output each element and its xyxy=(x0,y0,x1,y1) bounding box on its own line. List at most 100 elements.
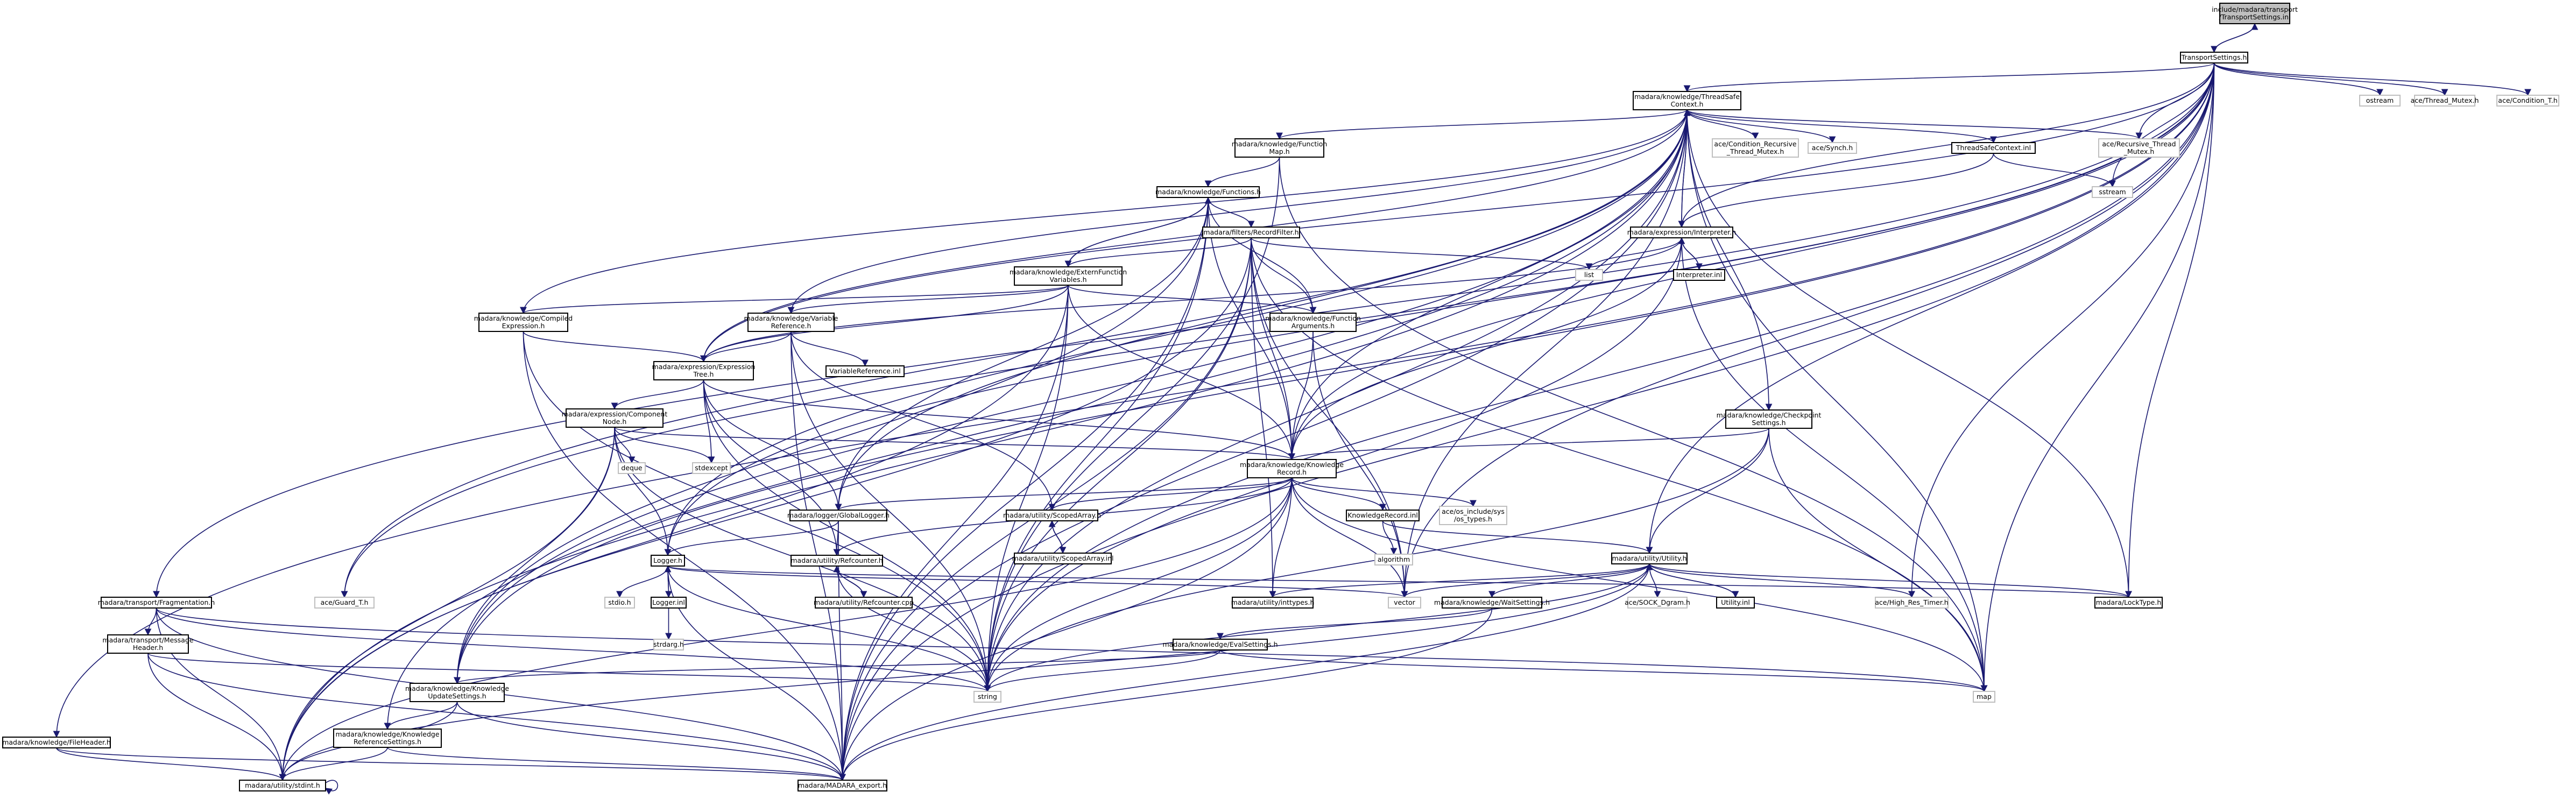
node-glogger[interactable]: madara/logger/GlobalLogger.h xyxy=(787,510,890,521)
edge-rfilter-to-string xyxy=(984,237,1252,692)
node-label: madara/utility/Utility.h xyxy=(1612,554,1686,562)
edge-fragment-to-msghdr xyxy=(144,607,157,636)
node-sockdgram[interactable]: ace/SOCK_Dgram.h xyxy=(1625,597,1690,609)
node-recmut[interactable]: ace/Recursive_Thread_Mutex.h xyxy=(2098,138,2180,158)
node-label: deque xyxy=(621,464,642,472)
edge-ckset-to-map xyxy=(1768,428,1988,692)
node-box xyxy=(1442,597,1542,609)
node-logger[interactable]: Logger.h xyxy=(651,555,685,567)
edge-scopedarrinl-to-scopedarr xyxy=(1048,520,1063,554)
node-ts[interactable]: TransportSettings.h xyxy=(2180,52,2248,63)
node-label: map xyxy=(1977,692,1992,701)
edge-waitset-to-evalset xyxy=(1217,607,1493,640)
edge-efv-to-exptree xyxy=(700,285,1069,363)
node-utility[interactable]: madara/utility/Utility.h xyxy=(1611,553,1688,564)
node-utilinl[interactable]: Utility.inl xyxy=(1716,597,1755,609)
edge-ts-to-fragment xyxy=(153,62,2215,598)
node-label: stdio.h xyxy=(608,598,631,606)
edge-funcs-to-string xyxy=(984,197,1209,692)
node-condt[interactable]: ace/Condition_T.h xyxy=(2496,95,2559,107)
node-fileheader[interactable]: madara/knowledge/FileHeader.h xyxy=(2,737,111,748)
node-label: strdarg.h xyxy=(653,640,684,648)
edge-msghdr-to-export xyxy=(147,653,846,781)
edge-krec-to-krecinl xyxy=(1291,477,1386,511)
node-stdint[interactable]: madara/utility/stdint.h xyxy=(239,780,326,791)
node-hrtimer[interactable]: ace/High_Res_Timer.h xyxy=(1875,597,1949,609)
node-tscinl[interactable]: ThreadSafeContext.inl xyxy=(1951,142,2036,154)
edge-fileheader-to-export xyxy=(56,747,846,781)
node-inttypes[interactable]: madara/utility/inttypes.h xyxy=(1231,597,1315,609)
node-rfilter[interactable]: madara/filters/RecordFilter.h xyxy=(1202,227,1300,238)
node-string[interactable]: string xyxy=(973,691,1001,703)
node-root[interactable]: include/madara/transport/TransportSettin… xyxy=(2212,3,2298,24)
edge-rfilter-to-krec xyxy=(1251,237,1295,461)
node-locktype[interactable]: madara/LockType.h xyxy=(2094,597,2163,609)
node-vector[interactable]: vector xyxy=(1388,597,1421,609)
node-box xyxy=(1374,554,1413,565)
node-sstream[interactable]: sstream xyxy=(2092,186,2133,198)
node-guardt[interactable]: ace/Guard_T.h xyxy=(314,597,375,609)
node-strdarg[interactable]: strdarg.h xyxy=(653,639,684,650)
node-box xyxy=(1346,510,1420,521)
node-condrec[interactable]: ace/Condition_Recursive_Thread_Mutex.h xyxy=(1712,138,1799,158)
edge-varref-to-scopedarr xyxy=(791,331,1056,511)
edge-msghdr-to-stdint xyxy=(147,653,286,781)
node-fragment[interactable]: madara/transport/Fragmentation.h xyxy=(98,597,215,609)
node-funcs[interactable]: madara/knowledge/Functions.h xyxy=(1155,186,1261,198)
edge-tsc-to-tscinl xyxy=(1686,109,1997,144)
edge-rfilter-to-export xyxy=(839,237,1252,781)
node-label: ace/Synch.h xyxy=(1812,144,1853,152)
node-refcntcpp[interactable]: madara/utility/Refcounter.cpp xyxy=(814,597,914,609)
node-box xyxy=(2180,52,2248,63)
node-list[interactable]: list xyxy=(1575,269,1603,281)
node-box xyxy=(791,555,883,567)
edge-exptree-to-krec xyxy=(703,379,1295,461)
node-synch[interactable]: ace/Synch.h xyxy=(1808,142,1857,154)
node-interpinl[interactable]: Interpreter.inl xyxy=(1673,269,1725,281)
node-krecinl[interactable]: KnowledgeRecord.inl xyxy=(1346,510,1420,521)
node-map[interactable]: map xyxy=(1973,691,1995,703)
node-box xyxy=(1173,639,1268,650)
node-scopedarr[interactable]: madara/utility/ScopedArray.h xyxy=(1003,510,1101,521)
node-aceos[interactable]: ace/os_include/sys/os_types.h xyxy=(1439,506,1507,525)
node-evalset[interactable]: madara/knowledge/EvalSettings.h xyxy=(1162,639,1278,650)
edge-krec-to-export xyxy=(839,477,1293,781)
node-label: string xyxy=(978,692,997,701)
edge-rfilter-to-vector xyxy=(1251,237,1408,598)
node-refcnt[interactable]: madara/utility/Refcounter.h xyxy=(791,555,883,567)
node-stdio[interactable]: stdio.h xyxy=(604,597,635,609)
node-stdexcept[interactable]: stdexcept xyxy=(692,462,731,474)
node-loggerinl[interactable]: Logger.inl xyxy=(651,597,687,609)
edge-cpnode-to-krec xyxy=(614,427,1295,461)
node-export[interactable]: madara/MADARA_export.h xyxy=(797,780,887,791)
node-varrefinl[interactable]: VariableReference.inl xyxy=(825,365,905,377)
node-box xyxy=(2092,186,2133,198)
node-ostream[interactable]: ostream xyxy=(2359,95,2401,107)
node-box xyxy=(1232,597,1314,609)
node-algorithm[interactable]: algorithm xyxy=(1374,554,1413,565)
edge-ts-to-thrmutex xyxy=(2213,62,2448,96)
node-thrmutex[interactable]: ace/Thread_Mutex.h xyxy=(2411,95,2479,107)
node-label: Logger.inl xyxy=(652,598,685,606)
node-waitset[interactable]: madara/knowledge/WaitSettings.h xyxy=(1434,597,1550,609)
node-box xyxy=(2496,95,2559,107)
node-deque[interactable]: deque xyxy=(618,462,646,474)
edge-exptree-to-cpnode xyxy=(611,379,704,410)
node-interp[interactable]: madara/expression/Interpreter.h xyxy=(1627,227,1736,238)
node-scopedarrinl[interactable]: madara/utility/ScopedArray.inl xyxy=(1012,553,1114,564)
